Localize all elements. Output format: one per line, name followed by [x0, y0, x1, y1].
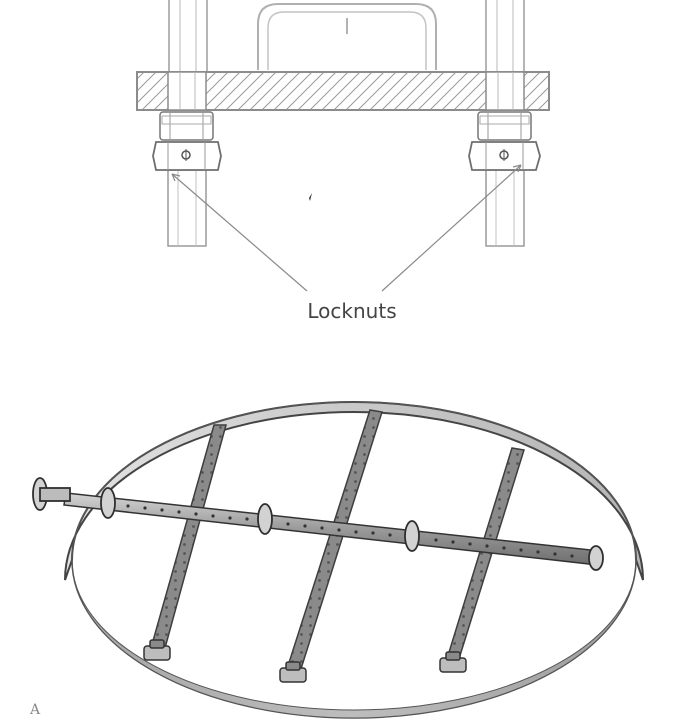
- left-threaded-rod: [167, 0, 208, 247]
- bar-clamps: [143, 639, 467, 683]
- hatched-plate: [136, 71, 550, 111]
- callout-leader-lines: [171, 164, 522, 292]
- bracket-inner-outline: [267, 11, 427, 70]
- right-threaded-rod: [485, 0, 525, 247]
- left-locknut: [152, 111, 222, 171]
- right-locknut: [468, 111, 541, 171]
- ring-assembly-3d-view: A: [29, 401, 644, 719]
- bracket-outline: [257, 3, 437, 70]
- corner-mark: A: [29, 702, 41, 718]
- ink-speck: [309, 193, 312, 201]
- pipe-flanges: [32, 477, 604, 571]
- ring-inner-wall: [71, 559, 637, 719]
- locknuts-label: Locknuts: [307, 299, 396, 323]
- slotted-support-bars: [150, 409, 525, 673]
- locknut-assembly-drawing: Locknuts: [136, 0, 550, 323]
